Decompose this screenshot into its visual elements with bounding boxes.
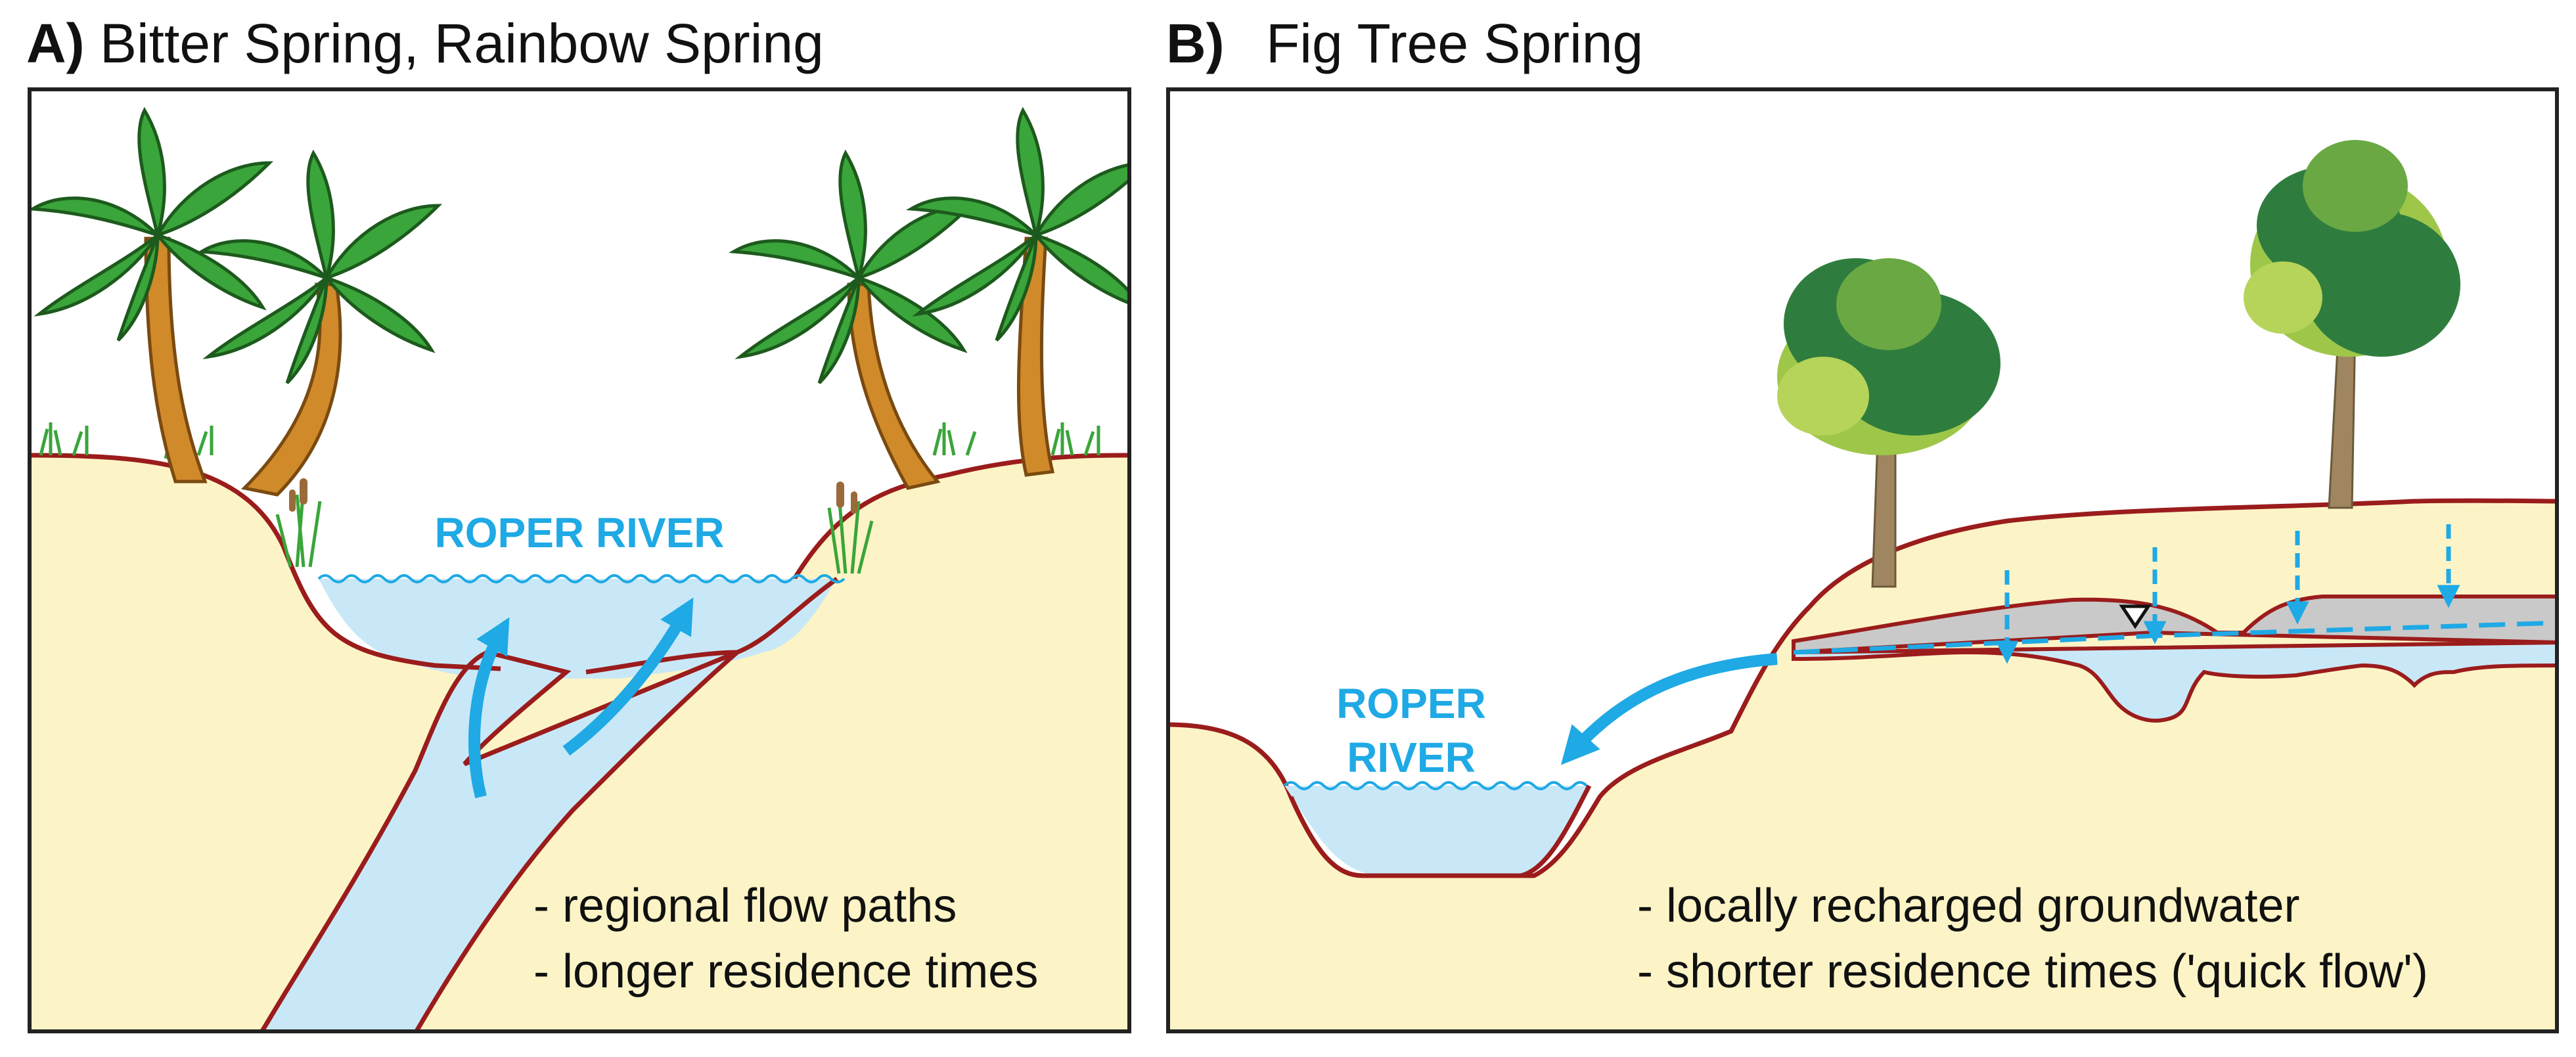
flow-arrow-icon bbox=[562, 597, 694, 756]
note-line-2: - shorter residence times ('quick flow') bbox=[1637, 945, 2428, 998]
panel-b-title: B) Fig Tree Spring bbox=[1166, 12, 1643, 76]
tree-icon bbox=[2244, 140, 2460, 509]
water-table-symbol-icon bbox=[2119, 604, 2152, 629]
panel-b-frame bbox=[1166, 87, 2559, 1033]
river-water bbox=[1284, 786, 1589, 876]
panel-a-diagram: ROPER RIVER - regional flow paths - long… bbox=[28, 87, 1131, 1037]
reed-icon bbox=[275, 478, 322, 568]
note-line-1: - locally recharged groundwater bbox=[1637, 880, 2300, 932]
panel-a-letter: A) bbox=[26, 12, 85, 74]
roper-river-label: ROPER RIVER bbox=[435, 509, 725, 556]
note-line-2: - longer residence times bbox=[533, 945, 1038, 998]
palm-tree-icon bbox=[905, 106, 1127, 477]
panel-b-svg: ROPER RIVER - locally recharged groundwa… bbox=[1166, 87, 2559, 1033]
recharge-arrows bbox=[1995, 524, 2460, 664]
palm-tree-icon bbox=[196, 149, 443, 497]
flow-arrow-icon bbox=[468, 617, 510, 799]
note-line-1: - regional flow paths bbox=[533, 880, 957, 932]
panel-b-letter: B) bbox=[1166, 12, 1225, 74]
panel-b-title-text: Fig Tree Spring bbox=[1265, 12, 1644, 74]
grass-icon bbox=[39, 422, 1100, 459]
spring-conduit bbox=[260, 650, 739, 1029]
roper-river-label-line-2: RIVER bbox=[1347, 734, 1476, 781]
roper-river-label-line-1: ROPER bbox=[1336, 680, 1486, 727]
river-bed bbox=[281, 546, 839, 675]
water-surface bbox=[1283, 781, 1588, 790]
panel-a-svg: ROPER RIVER - regional flow paths - long… bbox=[28, 87, 1131, 1033]
flow-arrow-icon bbox=[1560, 653, 1778, 765]
river-bed bbox=[1288, 784, 1592, 878]
panel-b-diagram: ROPER RIVER - locally recharged groundwa… bbox=[1166, 87, 2559, 1037]
panel-a-title: A) Bitter Spring, Rainbow Spring bbox=[26, 12, 824, 76]
water-surface bbox=[317, 574, 846, 583]
palm-tree-icon bbox=[32, 106, 274, 484]
panel-a-frame bbox=[28, 87, 1131, 1033]
panel-a-title-text: Bitter Spring, Rainbow Spring bbox=[99, 12, 824, 74]
reed-icon bbox=[827, 482, 874, 574]
tree-icon bbox=[1777, 258, 2000, 588]
aquifer-water bbox=[1792, 641, 2555, 723]
